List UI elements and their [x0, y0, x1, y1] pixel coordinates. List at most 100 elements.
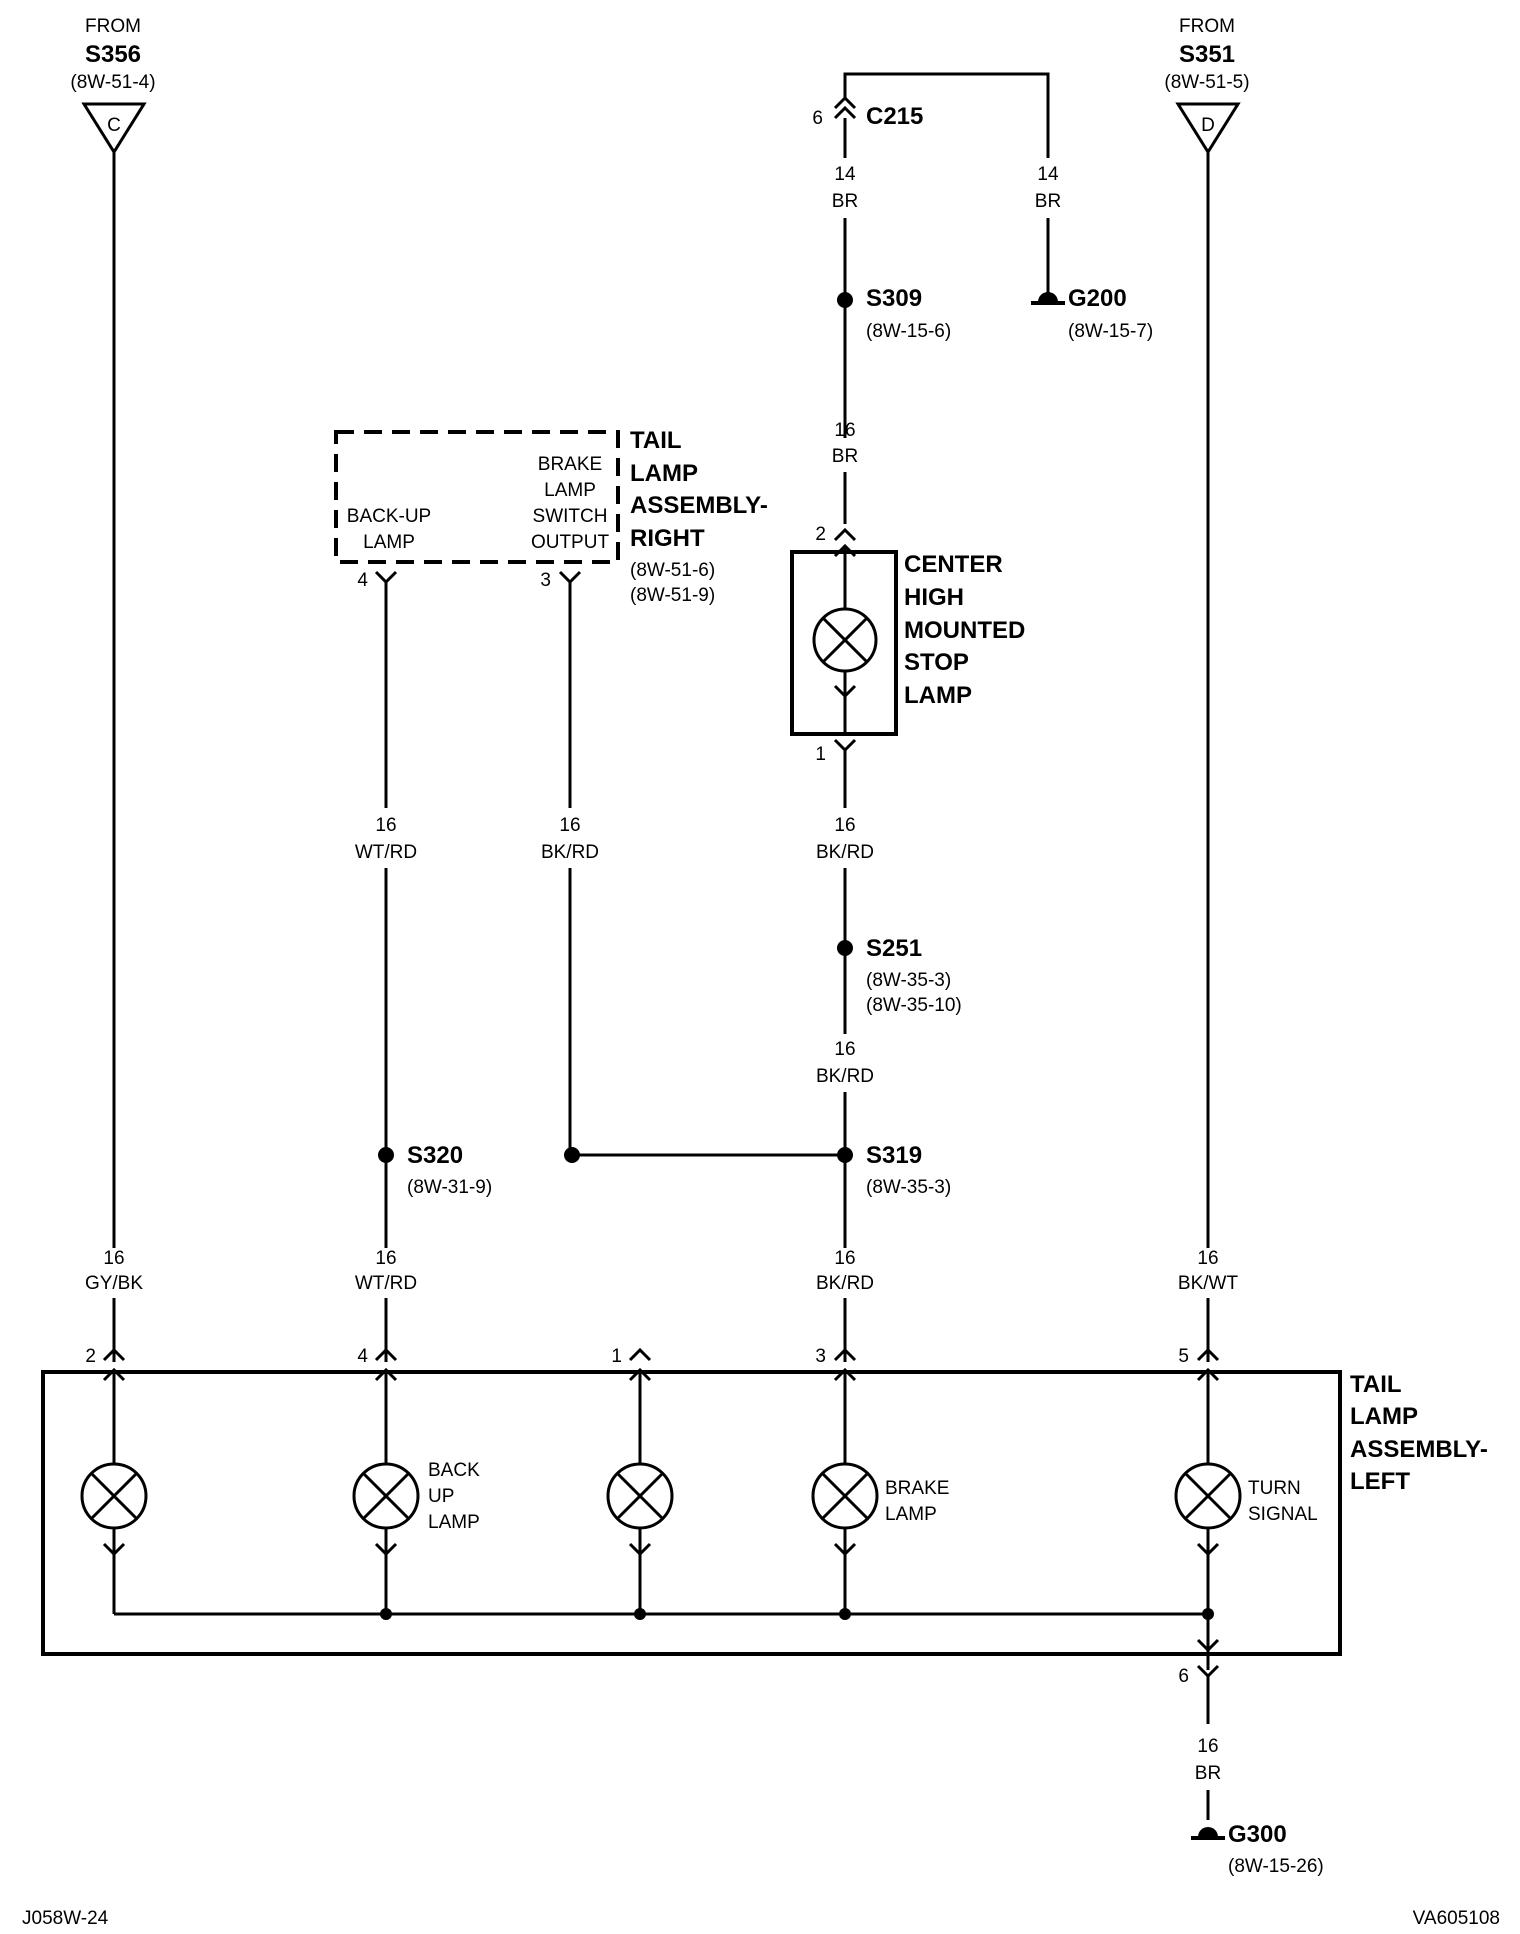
s309-ref: (8W-15-6): [866, 321, 951, 342]
g200-name: G200: [1068, 285, 1127, 312]
tll-pin-4: 4: [357, 1346, 368, 1367]
wire-g300-color: BR: [1195, 1763, 1221, 1784]
tail-lamp-left-assembly: 2 4 1 3 5 BACK UP LAMP: [41, 1346, 1488, 1687]
tlr-title-2: LAMP: [630, 460, 698, 487]
from-label: FROM: [85, 16, 141, 37]
wire-c215-g200-loop: [843, 72, 1050, 158]
wire-brake-right-color: BK/RD: [541, 842, 599, 863]
tlr-pin-backup: 4: [357, 570, 368, 591]
tll-lamp-column-1: [80, 1367, 148, 1614]
s319-ref: (8W-35-3): [866, 1177, 951, 1198]
offpage-letter-d: D: [1201, 115, 1215, 136]
wire-wtrd-color: WT/RD: [355, 1273, 417, 1294]
tll-backup-label-2: UP: [428, 1486, 454, 1507]
tll-pin-2: 2: [85, 1346, 96, 1367]
junction-brake-dot: [564, 1147, 580, 1163]
footer-left-code: J058W-24: [22, 1908, 109, 1929]
s309-name: S309: [866, 285, 922, 312]
from-splice-ref: (8W-51-5): [1164, 72, 1249, 93]
chmsl-title-2: HIGH: [904, 584, 964, 611]
tlr-title-1: TAIL: [630, 427, 682, 454]
wire-backup-right-gauge: 16: [375, 815, 396, 836]
from-splice-name: S356: [85, 41, 141, 68]
offpage-triangle-d: [1175, 102, 1241, 155]
s319-name: S319: [866, 1142, 922, 1169]
wire-chmsl-out-gauge: 16: [834, 815, 855, 836]
from-s356-group: FROM S356 (8W-51-4) C: [70, 16, 156, 155]
chmsl-title-1: CENTER: [904, 551, 1003, 578]
tll-brake-label-2: LAMP: [885, 1504, 937, 1525]
ground-symbol-g200: [1031, 292, 1065, 305]
wire-g200-color: BR: [1035, 191, 1061, 212]
tlr-backup-label-1: BACK-UP: [347, 506, 431, 527]
wire-g300-gauge: 16: [1197, 1736, 1218, 1757]
s320-name: S320: [407, 1142, 463, 1169]
g300-name: G300: [1228, 1821, 1287, 1848]
chmsl-title-5: LAMP: [904, 682, 972, 709]
tll-title-4: LEFT: [1350, 1468, 1410, 1495]
from-splice-ref: (8W-51-4): [70, 72, 155, 93]
tlr-backup-label-2: LAMP: [363, 532, 415, 553]
tll-pin-3: 3: [815, 1346, 826, 1367]
tlr-title-3: ASSEMBLY-: [630, 492, 768, 519]
s320-ref: (8W-31-9): [407, 1177, 492, 1198]
c215-connector: 6 C215: [812, 95, 923, 130]
tlr-title-4: RIGHT: [630, 525, 705, 552]
tll-lamp-column-brake: BRAKE LAMP: [811, 1367, 949, 1614]
tail-lamp-right-assembly: BACK-UP LAMP BRAKE LAMP SWITCH OUTPUT TA…: [334, 427, 768, 606]
splice-s320-dot: [378, 1147, 394, 1163]
wire-bkwt-gauge: 16: [1197, 1248, 1218, 1269]
ground-symbol-g300: [1191, 1827, 1225, 1840]
tlr-ref-1: (8W-51-6): [630, 560, 715, 581]
chmsl-pin-top: 2: [815, 524, 826, 545]
tll-pin-6: 6: [1178, 1666, 1189, 1687]
tll-turn-label-1: TURN: [1248, 1478, 1301, 1499]
tlr-ref-2: (8W-51-9): [630, 585, 715, 606]
wire-chmsl-out-color: BK/RD: [816, 842, 874, 863]
tlr-pin-brake: 3: [540, 570, 551, 591]
tll-turn-label-2: SIGNAL: [1248, 1504, 1318, 1525]
g200-ref: (8W-15-7): [1068, 321, 1153, 342]
tail-lamp-right-box: [334, 430, 620, 564]
wire-chmsl-in-color: BR: [832, 446, 858, 467]
wire-s251-gauge: 16: [834, 1039, 855, 1060]
wire-backup-right-color: WT/RD: [355, 842, 417, 863]
footer-right-code: VA605108: [1413, 1908, 1500, 1929]
tll-pin-5: 5: [1178, 1346, 1189, 1367]
chmsl-title-3: MOUNTED: [904, 617, 1025, 644]
offpage-triangle-c: [81, 102, 147, 155]
chmsl-pin-bottom: 1: [815, 744, 826, 765]
tlr-brake-label-2: LAMP: [544, 480, 596, 501]
wire-brake-right-gauge: 16: [559, 815, 580, 836]
wire-c215-gauge: 14: [834, 164, 856, 185]
tlr-brake-label-1: BRAKE: [538, 454, 602, 475]
wire-gybk-gauge: 16: [103, 1248, 124, 1269]
s251-name: S251: [866, 935, 922, 962]
wire-wtrd-gauge: 16: [375, 1248, 396, 1269]
wire-bkrd-gauge: 16: [834, 1248, 855, 1269]
tll-title-1: TAIL: [1350, 1371, 1402, 1398]
tll-title-3: ASSEMBLY-: [1350, 1436, 1488, 1463]
tll-backup-label-3: LAMP: [428, 1512, 480, 1533]
tail-lamp-left-box: [41, 1370, 1342, 1656]
wire-g200-gauge: 14: [1037, 164, 1059, 185]
tll-backup-label-1: BACK: [428, 1460, 480, 1481]
tll-title-2: LAMP: [1350, 1403, 1418, 1430]
offpage-letter-c: C: [107, 115, 121, 136]
tll-lamp-column-backup: BACK UP LAMP: [352, 1367, 480, 1614]
wire-bkwt-color: BK/WT: [1178, 1273, 1239, 1294]
s251-ref-1: (8W-35-3): [866, 970, 951, 991]
from-splice-name: S351: [1179, 41, 1235, 68]
g300-ref: (8W-15-26): [1228, 1856, 1324, 1877]
c215-name: C215: [866, 103, 923, 130]
tll-pin-1: 1: [611, 1346, 622, 1367]
s251-ref-2: (8W-35-10): [866, 995, 962, 1016]
splice-s251-dot: [837, 940, 853, 956]
tll-lamp-column-turn: TURN SIGNAL: [1174, 1367, 1318, 1670]
c215-pin: 6: [812, 108, 823, 129]
splice-s309-dot: [837, 292, 853, 308]
tll-lamp-column-3: [606, 1367, 674, 1614]
chmsl-assembly: 2 1 CENTER HIGH MOUNTED STOP LAMP: [790, 524, 1025, 765]
tlr-brake-label-4: OUTPUT: [531, 532, 610, 553]
tll-brake-label-1: BRAKE: [885, 1478, 949, 1499]
